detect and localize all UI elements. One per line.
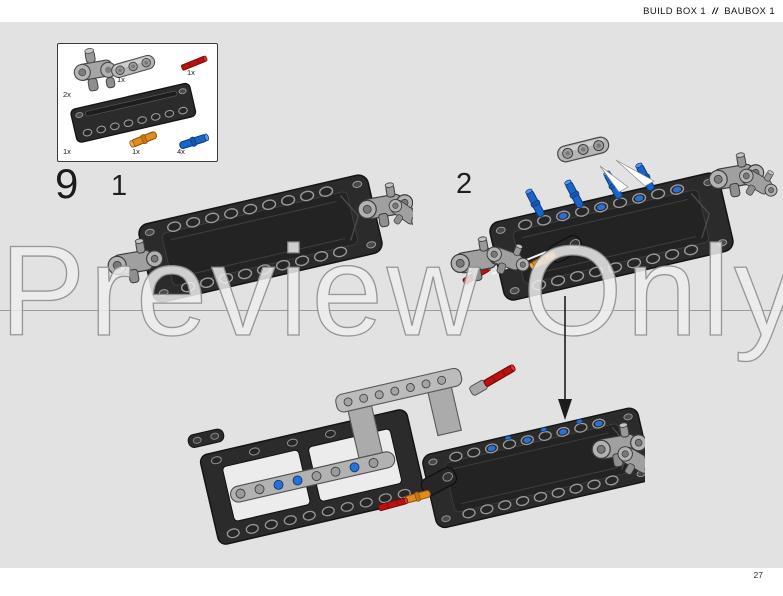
qty-beam: 1x bbox=[117, 75, 125, 84]
blue-pin-ends bbox=[558, 186, 682, 219]
qty-blue-pin: 4x bbox=[177, 147, 185, 156]
step-number: 9 bbox=[55, 160, 79, 207]
center-gray-structure bbox=[335, 367, 463, 459]
divider-line bbox=[0, 310, 783, 311]
page-number: 27 bbox=[753, 570, 763, 580]
qty-connector: 2x bbox=[63, 90, 71, 99]
open-frame bbox=[199, 409, 426, 545]
parts-box: 2x 1x 1x 1x 1x 4x bbox=[57, 43, 218, 162]
combined-assembly-illustration bbox=[187, 363, 645, 545]
orange-pin-holder bbox=[547, 234, 583, 264]
orange-pin-holder-bottom bbox=[420, 467, 458, 497]
page-footer bbox=[0, 568, 783, 596]
parts-box-illustration bbox=[70, 48, 211, 151]
qty-panel: 1x bbox=[63, 147, 71, 156]
page-header: BUILD BOX 1 // BAUBOX 1 bbox=[0, 0, 783, 22]
qty-orange-pin: 1x bbox=[132, 147, 140, 156]
axle-and-pin-connector-icon bbox=[73, 48, 117, 92]
assembly-step-1-illustration bbox=[103, 172, 413, 305]
baubox-label: BAUBOX 1 bbox=[724, 6, 775, 17]
black-panel-icon bbox=[70, 82, 197, 143]
substep-1-label: 1 bbox=[111, 170, 128, 202]
assembly-down-arrow bbox=[558, 296, 572, 420]
build-box-label: BUILD BOX 1 bbox=[643, 6, 707, 17]
header-separator: // bbox=[712, 6, 719, 17]
substep-2-label: 2 bbox=[456, 168, 473, 200]
red-axle-top bbox=[469, 363, 517, 396]
floating-gray-beam bbox=[555, 134, 611, 165]
placement-arrow-2 bbox=[615, 159, 655, 187]
qty-red-axle: 1x bbox=[187, 68, 195, 77]
placement-arrow-1 bbox=[599, 165, 629, 193]
build-box-header: BUILD BOX 1 // BAUBOX 1 bbox=[643, 6, 775, 17]
assembly-step-2-illustration bbox=[448, 134, 783, 303]
